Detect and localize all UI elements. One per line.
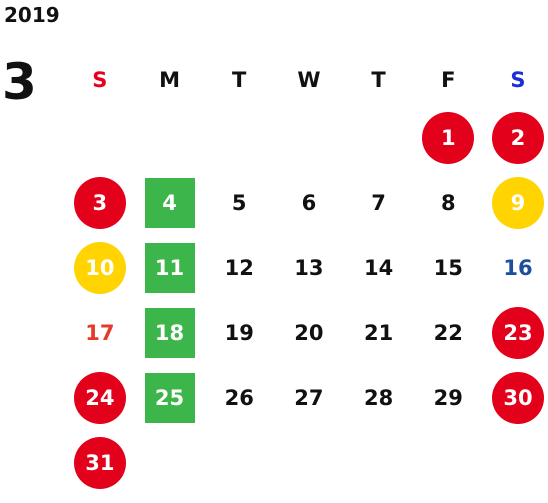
weekday-tue: T	[232, 68, 247, 92]
empty-day-cell	[204, 105, 274, 170]
day-number: 27	[294, 385, 324, 410]
day-number: 6	[301, 190, 317, 215]
weekday-fri: F	[441, 68, 456, 92]
weekday-sat: S	[510, 68, 526, 92]
day-number: 8	[440, 190, 456, 215]
day-number: 17	[85, 320, 115, 345]
day-number: 31	[73, 436, 126, 489]
day-cell: 20	[274, 300, 344, 365]
day-cell: 9	[483, 170, 548, 235]
empty-day-cell	[135, 430, 205, 495]
day-number: 25	[144, 372, 195, 423]
day-number: 12	[224, 255, 254, 280]
day-number: 16	[503, 255, 533, 280]
day-cell: 7	[344, 170, 414, 235]
day-cell: 1	[413, 105, 483, 170]
week-row: 17 18 19 20 21 22 23	[65, 300, 548, 365]
day-cell: 14	[344, 235, 414, 300]
day-cell: 29	[413, 365, 483, 430]
empty-day-cell	[274, 430, 344, 495]
day-cell: 24	[65, 365, 135, 430]
day-number: 14	[363, 255, 394, 280]
day-number: 11	[144, 242, 195, 293]
weekday-sun: S	[92, 68, 108, 92]
day-number: 1	[422, 111, 475, 164]
day-number: 20	[294, 320, 324, 345]
empty-day-cell	[274, 105, 344, 170]
day-cell: 22	[413, 300, 483, 365]
day-cell: 26	[204, 365, 274, 430]
day-number: 26	[224, 385, 254, 410]
day-number: 21	[363, 320, 394, 345]
day-cell: 28	[344, 365, 414, 430]
empty-day-cell	[344, 105, 414, 170]
day-cell: 8	[413, 170, 483, 235]
day-cell: 17	[65, 300, 135, 365]
day-number: 28	[363, 385, 394, 410]
day-number: 2	[491, 111, 544, 164]
day-number: 5	[231, 190, 247, 215]
empty-day-cell	[413, 430, 483, 495]
day-cell: 6	[274, 170, 344, 235]
day-cell: 31	[65, 430, 135, 495]
day-number: 10	[73, 241, 126, 294]
day-cell: 4	[135, 170, 205, 235]
day-cell: 27	[274, 365, 344, 430]
empty-day-cell	[204, 430, 274, 495]
empty-day-cell	[344, 430, 414, 495]
day-cell: 18	[135, 300, 205, 365]
week-row: 10 11 12 13 14 15 16	[65, 235, 548, 300]
day-number: 22	[433, 320, 463, 345]
week-row: 24 25 26 27 28 29 30	[65, 365, 548, 430]
day-number: 15	[433, 255, 463, 280]
weekday-mon: M	[159, 68, 180, 92]
day-number: 29	[433, 385, 463, 410]
day-cell: 30	[483, 365, 548, 430]
day-cell: 23	[483, 300, 548, 365]
day-cell: 12	[204, 235, 274, 300]
day-number: 13	[294, 255, 324, 280]
weekday-wed: W	[297, 68, 321, 92]
day-cell: 11	[135, 235, 205, 300]
year-label: 2019	[4, 3, 60, 27]
day-cell: 16	[483, 235, 548, 300]
day-number: 9	[491, 176, 544, 229]
day-number: 4	[144, 177, 195, 228]
day-number: 3	[73, 176, 126, 229]
empty-day-cell	[65, 105, 135, 170]
day-cell: 13	[274, 235, 344, 300]
day-cell: 19	[204, 300, 274, 365]
weekday-thu: T	[371, 68, 386, 92]
month-number: 3	[2, 53, 37, 111]
week-row: 31	[65, 430, 548, 495]
day-cell: 15	[413, 235, 483, 300]
day-cell: 2	[483, 105, 548, 170]
day-cell: 3	[65, 170, 135, 235]
day-cell: 10	[65, 235, 135, 300]
day-number: 23	[491, 306, 544, 359]
day-cell: 5	[204, 170, 274, 235]
day-cell: 21	[344, 300, 414, 365]
day-cell: 25	[135, 365, 205, 430]
empty-day-cell	[483, 430, 548, 495]
empty-day-cell	[135, 105, 205, 170]
day-number: 24	[73, 371, 126, 424]
day-number: 19	[224, 320, 254, 345]
day-number: 7	[371, 190, 386, 215]
day-number: 18	[144, 307, 195, 358]
day-number: 30	[491, 371, 544, 424]
